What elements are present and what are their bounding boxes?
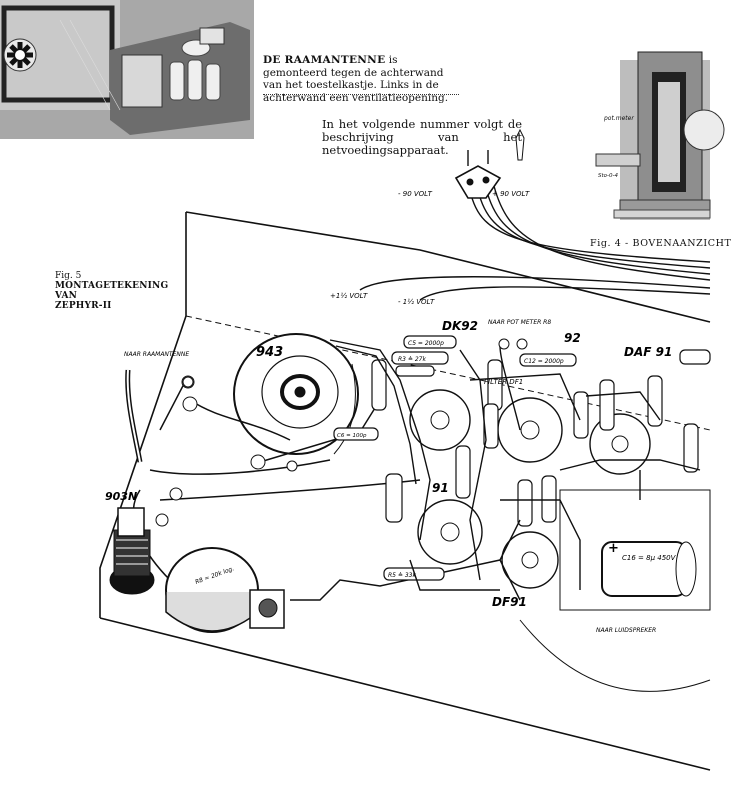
antenna-photo — [0, 0, 254, 139]
label-dk92: DK92 — [442, 319, 478, 333]
label-943: 943 — [256, 345, 283, 360]
label-r3: R3 ≙ 27k — [398, 356, 426, 363]
terminal-markers — [182, 338, 528, 388]
label-c12: C12 = 2000p — [524, 358, 564, 365]
caption-divider — [263, 94, 459, 95]
label-daf91: DAF 91 — [624, 345, 672, 359]
tube-sockets — [409, 389, 651, 589]
label-91: 91 — [432, 481, 449, 495]
potmeter-r8 — [165, 547, 285, 633]
label-naar-pot-meter: NAAR POT METER R8 — [488, 319, 551, 326]
label-903n: 903N — [105, 490, 137, 503]
fig5-title-2: VAN — [55, 291, 78, 301]
label-c5: C5 = 2000p — [408, 340, 444, 347]
label-c16: C16 = 8µ 450V — [622, 554, 677, 562]
speaker-frame — [559, 489, 711, 611]
components — [333, 335, 711, 581]
label-r5: R5 ≙ 33k — [388, 572, 416, 579]
fig5-title-3: ZEPHYR-II — [55, 301, 112, 311]
label-naar-raamantenne: NAAR RAAMANTENNE — [124, 351, 189, 358]
label-minus-1-5: - 1½ VOLT — [398, 298, 435, 306]
label-df91: DF91 — [492, 595, 527, 609]
label-plus-90: + 90 VOLT — [492, 190, 530, 198]
label-minus-90: - 90 VOLT — [398, 190, 433, 198]
fig4-photo: pot.meter Sto-0-4 — [592, 42, 725, 220]
label-plus-1-5: +1½ VOLT — [330, 292, 368, 300]
capacitor-c16 — [601, 541, 697, 597]
fig4-part-label: Sto-0-4 — [598, 173, 618, 179]
wiring-main — [329, 339, 701, 601]
intro-paragraph: In het volgende nummer volgt de beschrij… — [322, 117, 522, 157]
fig5-caption: Fig. 5 MONTAGETEKENING VAN ZEPHYR-II — [55, 271, 175, 311]
jack-903n — [109, 507, 155, 595]
label-c6: C6 = 100p — [337, 433, 367, 439]
label-92: 92 — [564, 331, 581, 345]
fig4-potmeter-label: pot.meter — [603, 115, 634, 122]
battery-plug — [454, 150, 502, 199]
fig5-title-1: MONTAGETEKENING — [55, 281, 169, 291]
caption-heading: DE RAAMANTENNE — [263, 54, 386, 66]
speaker-outline — [519, 619, 711, 692]
connector-pin — [515, 128, 525, 161]
svg-text:+: + — [608, 541, 619, 556]
coil-943 — [233, 333, 359, 455]
fig5-label: Fig. 5 — [55, 271, 82, 281]
label-filter: FILTER DF1 — [484, 378, 523, 386]
battery-leads — [359, 185, 711, 301]
chassis-outline — [99, 211, 711, 771]
label-naar-luidspreker: NAAR LUIDSPREKER — [596, 627, 656, 634]
fig4-caption: Fig. 4 - BOVENAANZICHT — [590, 238, 731, 249]
assembly-drawing: - 90 VOLT + 90 VOLT +1½ VOLT - 1½ VOLT N… — [99, 128, 711, 771]
